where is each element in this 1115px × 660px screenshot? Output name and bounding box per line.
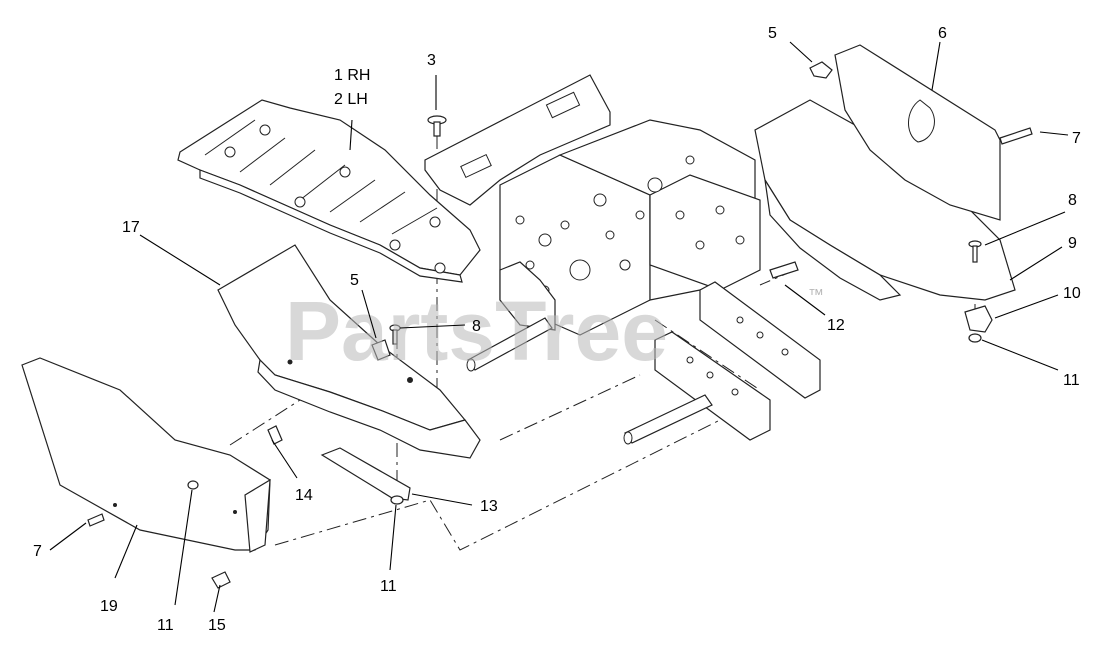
callout-11-right: 11 [1063,372,1080,389]
callout-14: 14 [295,487,313,504]
partstree-watermark: PartsTree [285,284,668,378]
callout-13: 13 [480,498,498,515]
callout-5-top: 5 [768,25,777,42]
hardware-parts [87,61,1033,589]
axle-tubes [466,317,713,445]
callout-3: 3 [427,52,436,69]
trademark-mark: ™ [808,287,824,304]
side-panel-part [217,244,481,459]
callout-15: 15 [208,617,226,634]
callout-2-lh: 2 LH [334,91,368,108]
frame-side-rails [499,261,821,441]
callout-19: 19 [100,598,118,615]
callout-8-left: 8 [472,318,481,335]
leader-lines [49,41,1069,613]
callout-5-left: 5 [350,272,359,289]
frame-top-plate [424,74,611,206]
callout-10: 10 [1063,285,1081,302]
callout-7-right: 7 [1072,130,1081,147]
step-plate-part [177,99,481,283]
callout-9: 9 [1068,235,1077,252]
front-shield-part [21,357,271,553]
callout-11-middle: 11 [380,578,397,595]
callout-8-right: 8 [1068,192,1077,209]
callout-7-left: 7 [33,543,42,560]
callout-11-left: 11 [157,617,174,634]
callout-labels: 1 RH 2 LH 3 5 6 7 8 9 10 11 12 17 5 8 14… [33,25,1081,634]
callout-12: 12 [827,317,845,334]
callout-1-rh: 1 RH [334,67,370,84]
callout-6: 6 [938,25,947,42]
rear-cover-part [834,44,1001,221]
callout-17: 17 [122,219,140,236]
